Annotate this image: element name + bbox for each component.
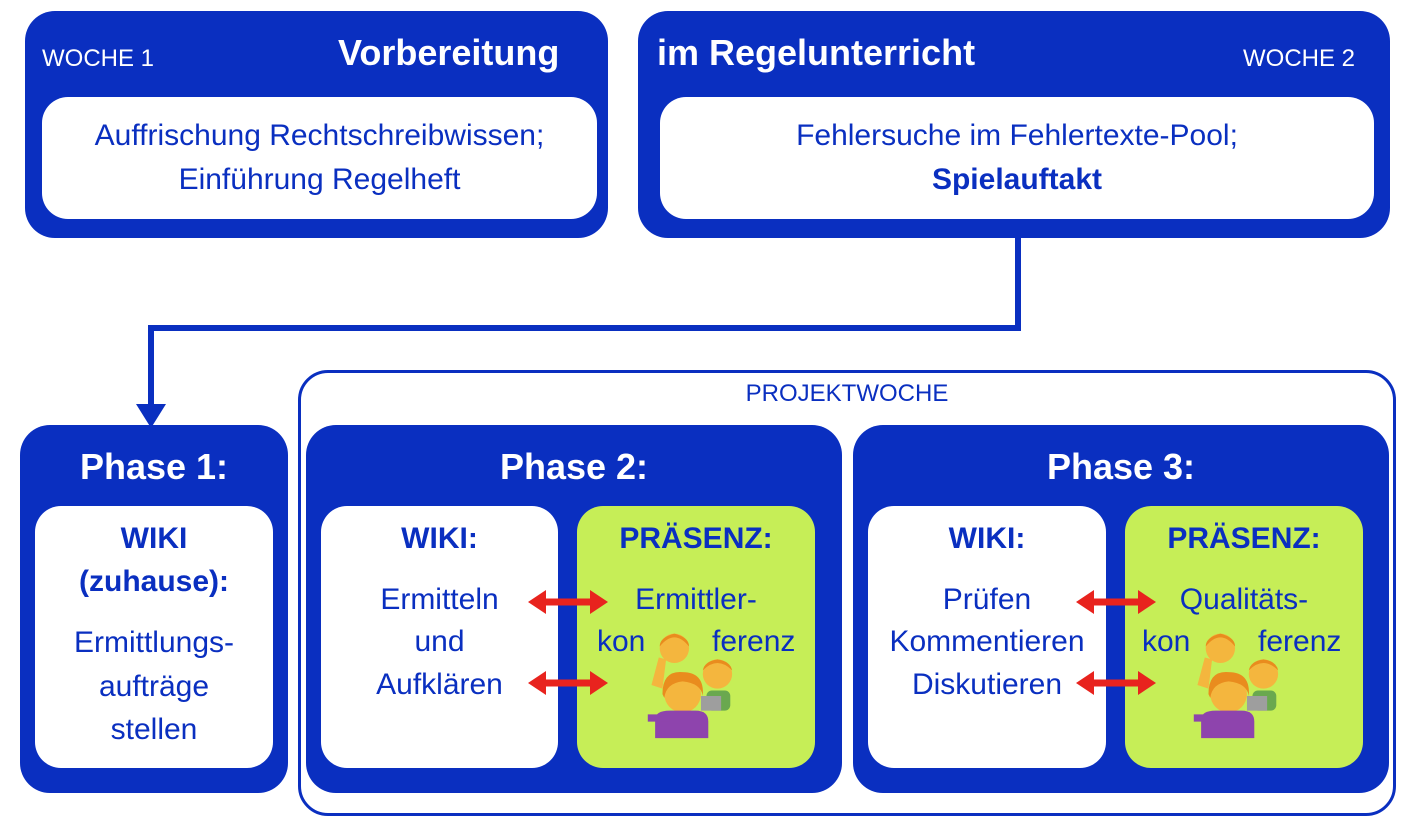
phase2-wiki-head: WIKI: [401, 522, 478, 555]
phase2-wiki-line3: Aufklären [376, 668, 503, 701]
phase3-wiki-line2: Kommentieren [889, 625, 1085, 658]
phase3-wiki-head: WIKI: [948, 522, 1026, 555]
phase2-praesenz-line2b: ferenz [712, 625, 796, 658]
double-arrow-icon [528, 590, 608, 614]
week1-content-box [42, 97, 597, 219]
week1-line2: Einführung Regelheft [178, 163, 461, 196]
phase3-praesenz-line1: Qualitäts- [1179, 583, 1309, 616]
double-arrow-icon [528, 671, 608, 695]
week2-title: im Regelunterricht [657, 32, 976, 73]
phase3-praesenz-line2a: kon [1142, 625, 1191, 658]
phase3-wiki-line3: Diskutieren [911, 668, 1063, 701]
week2-line2: Spielauftakt [931, 163, 1103, 196]
week1-title: Vorbereitung [338, 32, 560, 73]
phase3-wiki-line1: Prüfen [942, 583, 1032, 616]
week2-tag: WOCHE 2 [1243, 45, 1356, 72]
phase2-wiki-line1: Ermitteln [380, 583, 499, 616]
phase3-praesenz-head: PRÄSENZ: [1167, 522, 1321, 555]
phase1-line1: Ermittlungs- [73, 626, 235, 659]
phase1-line2: aufträge [98, 670, 210, 703]
double-arrow-icon [1076, 590, 1156, 614]
phase2-praesenz-line2a: kon [597, 625, 646, 658]
projektwoche-frame [298, 370, 1396, 816]
phase1-content-box [35, 506, 273, 768]
phase2-wiki-box [321, 506, 558, 768]
week2-line1: Fehlersuche im Fehlertexte-Pool; [796, 119, 1238, 152]
phase3-title: Phase 3: [1046, 446, 1196, 487]
phase1-line3: stellen [110, 713, 198, 746]
group-of-people-icon [1193, 633, 1279, 739]
phase3-wiki-box [868, 506, 1106, 768]
group-of-people-icon [647, 633, 733, 739]
phase1-title: Phase 1: [79, 446, 229, 487]
phase1-head1: WIKI [120, 522, 188, 555]
projektwoche-label: PROJEKTWOCHE [745, 380, 949, 407]
week1-tag: WOCHE 1 [42, 45, 155, 72]
phase2-praesenz-line1: Ermittler- [635, 583, 757, 616]
phase2-wiki-line2: und [414, 625, 465, 658]
week2-content-box [660, 97, 1374, 219]
double-arrow-icon [1076, 671, 1156, 695]
phase2-title: Phase 2: [499, 446, 649, 487]
week1-line1: Auffrischung Rechtschreibwissen; [94, 119, 545, 152]
phase3-praesenz-line2b: ferenz [1258, 625, 1342, 658]
phase1-head2: (zuhause): [79, 565, 229, 598]
phase2-praesenz-head: PRÄSENZ: [619, 522, 773, 555]
